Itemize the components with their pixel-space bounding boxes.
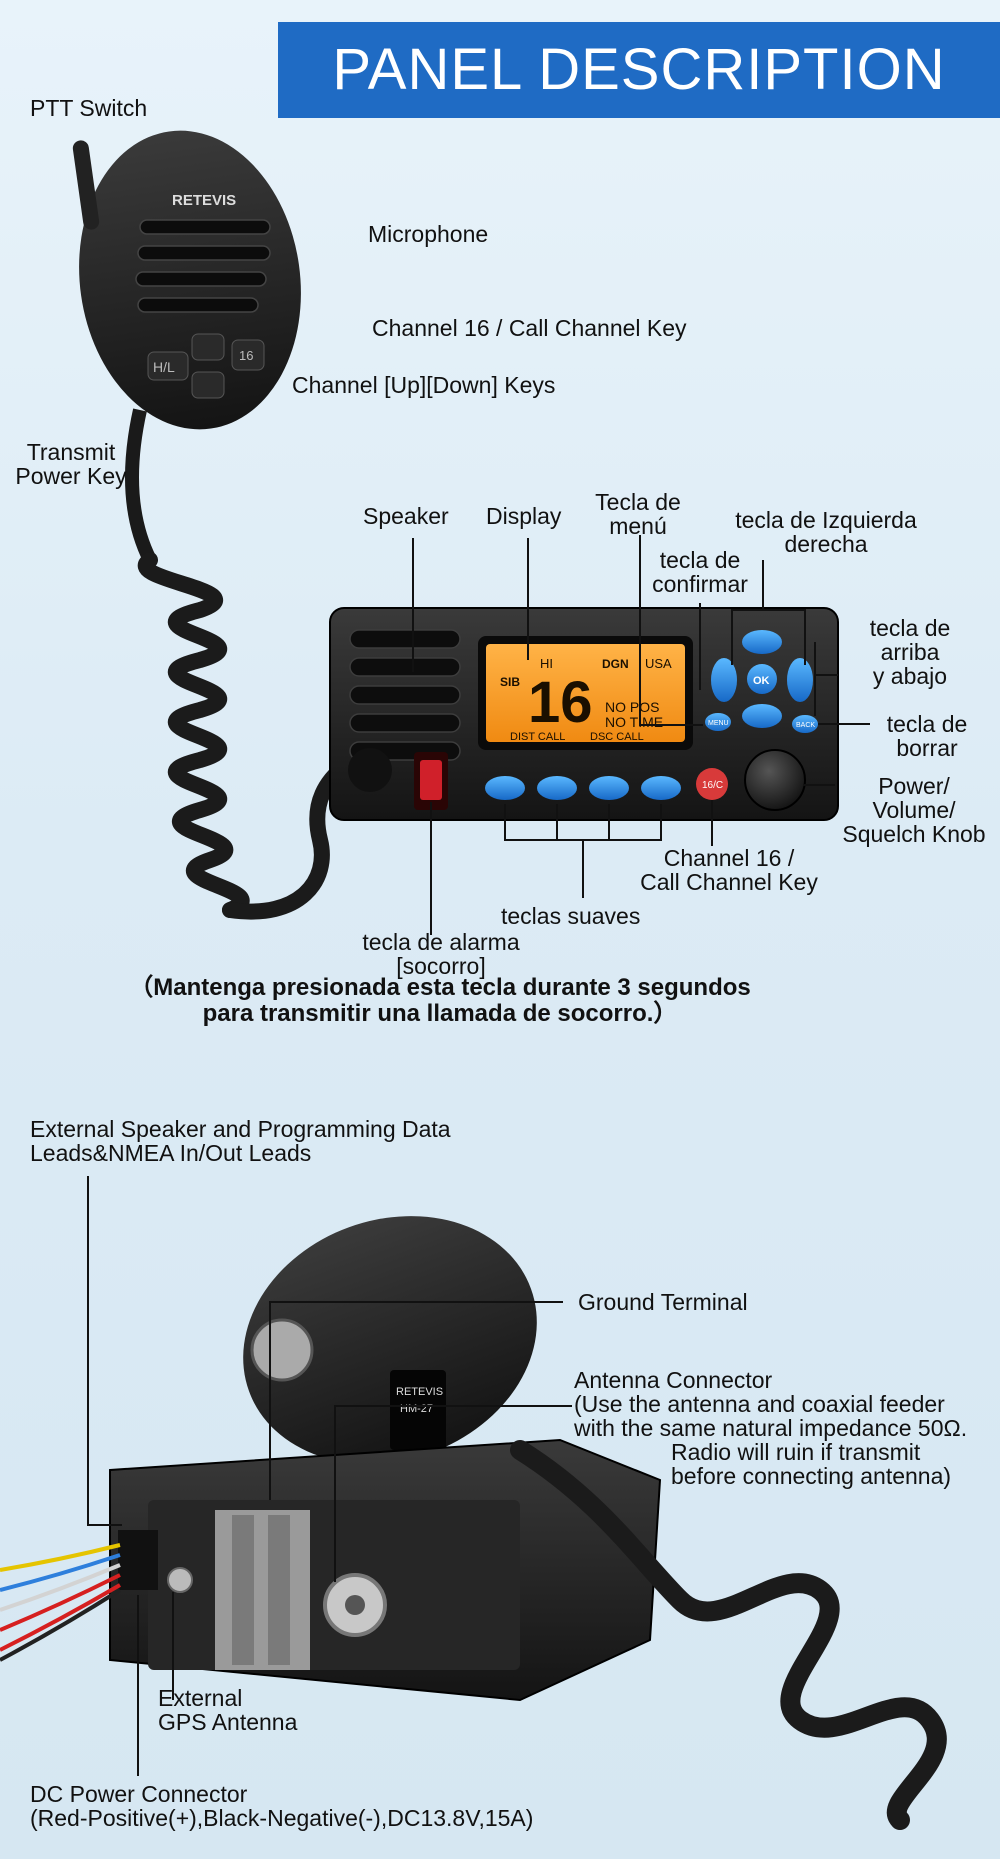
label-power-3: Squelch Knob [842,821,986,847]
label-soft-keys: teclas suaves [501,903,641,929]
label-updown-1: tecla de [869,615,951,641]
label-transmit-power-2: Power Key [15,463,127,489]
label-ch16-1: Channel 16 / [663,845,795,871]
ch16-key-label: 16/C [702,780,723,791]
label-transmit-power-1: Transmit [26,439,116,465]
ch16-key [696,768,728,800]
label-leftright-2: derecha [784,531,868,557]
wire-leads [0,1543,122,1662]
rear-panel-illustration: RETEVIS HM-27 [0,1216,947,1830]
label-menu-1: Tecla de [595,489,681,515]
right-key [787,658,813,702]
lcd-usa: USA [645,656,672,671]
label-delete-1: tecla de [886,711,968,737]
rear-mic-model: HM-27 [400,1403,433,1415]
lcd-hi: HI [540,656,553,671]
label-gps-2: GPS Antenna [158,1709,298,1735]
label-menu-2: menú [609,513,667,539]
lcd-screen [486,644,685,742]
ground-knob [250,1318,314,1382]
distress-note-1: （Mantenga presionada esta tecla durante … [129,974,751,1001]
heatsink [215,1510,310,1670]
label-alarm-1: tecla de alarma [362,929,520,955]
label-ext-speaker-2: Leads&NMEA In/Out Leads [30,1140,312,1166]
label-power-2: Volume/ [872,797,956,823]
back-key [792,715,818,733]
label-gps-1: External [158,1685,243,1711]
lcd-sib: SIB [500,675,520,689]
label-display: Display [486,503,562,529]
ok-key-label: OK [753,675,770,687]
label-confirm-1: tecla de [659,547,741,573]
banner-title: PANEL DESCRIPTION [332,37,946,102]
title-banner: PANEL DESCRIPTION [278,22,1000,118]
label-antenna-4: Radio will ruin if transmit [671,1439,921,1465]
ok-key [747,664,777,694]
label-power-1: Power/ [878,773,950,799]
label-updown-2: arriba [880,639,940,665]
label-dc-power-2: (Red-Positive(+),Black-Negative(-),DC13.… [30,1805,534,1831]
label-confirm-2: confirmar [652,571,748,597]
rear-mic-brand: RETEVIS [396,1386,443,1398]
mic-key-16: 16 [239,348,253,363]
label-antenna-1: Antenna Connector [574,1367,773,1393]
mic-key-hl: H/L [153,359,175,375]
lcd-dist: DIST CALL [510,731,565,743]
label-speaker: Speaker [363,503,449,529]
left-key [711,658,737,702]
label-ch16-2: Call Channel Key [640,869,818,895]
label-delete-2: borrar [896,735,958,761]
label-dc-power-1: DC Power Connector [30,1781,248,1807]
lcd-notime: NO TIME [605,714,663,730]
menu-key-label: MENU [708,720,729,727]
front-leader-lines [412,535,870,935]
label-antenna-3: with the same natural impedance 50Ω. [574,1415,968,1441]
label-antenna-2: (Use the antenna and coaxial feeder [574,1391,945,1417]
rear-leader-lines [87,1176,572,1776]
soft-keys [485,776,681,800]
label-leftright-1: tecla de Izquierda [735,507,917,533]
up-key [742,630,782,654]
lcd-dgn: DGN [602,657,629,671]
gps-connector [167,1567,193,1593]
front-panel-illustration: SIB HI DGN USA 16 NO POS NO TIME DIST CA… [329,607,839,821]
menu-key [705,713,731,731]
mic-grill [135,219,271,313]
speaker-grill [349,629,461,761]
mic-brand: RETEVIS [172,192,236,209]
label-antenna-5: before connecting antenna) [671,1463,952,1489]
label-updown-3: y abajo [872,663,948,689]
microphone-illustration: RETEVIS H/L 16 [72,130,348,920]
label-ptt-switch: PTT Switch [30,95,148,121]
lcd-nopos: NO POS [605,699,659,715]
label-microphone: Microphone [368,221,489,247]
lcd-dsc: DSC CALL [590,731,644,743]
volume-knob [744,749,806,811]
down-key [742,704,782,728]
label-alarm-2: [socorro] [396,953,486,979]
lcd-channel: 16 [528,670,593,735]
label-mic-updown: Channel [Up][Down] Keys [292,372,556,398]
distress-key [420,760,442,800]
label-mic-ch16: Channel 16 / Call Channel Key [372,315,687,341]
label-ground-terminal: Ground Terminal [578,1289,748,1315]
label-ext-speaker-1: External Speaker and Programming Data [30,1116,451,1142]
distress-note-2: para transmitir una llamada de socorro.） [202,1000,678,1027]
back-key-label: BACK [796,722,815,729]
